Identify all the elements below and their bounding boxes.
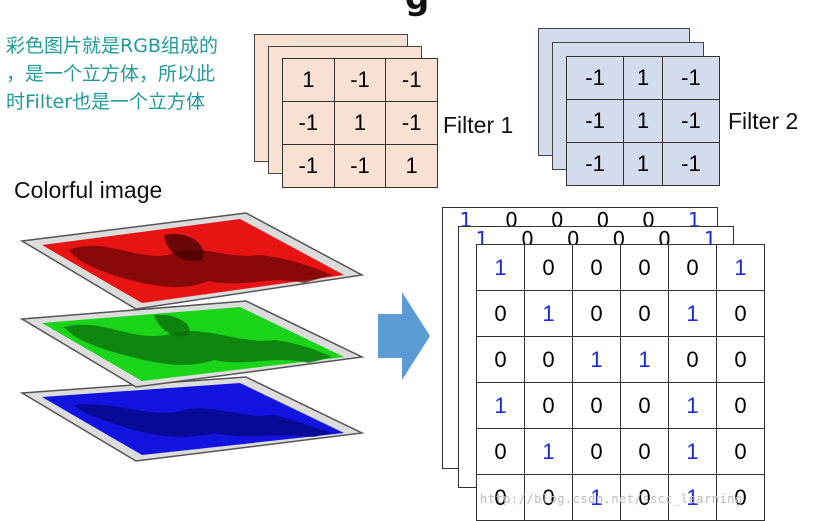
- matrix-row: 0 0 1 1 0 0: [476, 336, 765, 383]
- matrix-cell: 1: [716, 244, 765, 291]
- matrix-cell: 1: [524, 428, 573, 475]
- matrix-cell: 0: [620, 290, 669, 337]
- matrix-cell: 0: [524, 474, 573, 521]
- note-line-1: 彩色图片就是RGB组成的: [6, 35, 218, 57]
- matrix-cell: 0: [668, 336, 717, 383]
- matrix-cell: 0: [620, 474, 669, 521]
- matrix-cell: 1: [668, 428, 717, 475]
- matrix-cell: 0: [476, 290, 525, 337]
- watermark: http://blog.csdn.net/sscc_learning: [480, 492, 743, 506]
- matrix-back-cell: 0: [550, 208, 564, 230]
- matrix-cell: 0: [716, 290, 765, 337]
- chinese-note: 彩色图片就是RGB组成的 ，是一个立方体，所以此 时Filter也是一个立方体: [6, 32, 256, 116]
- matrix-cell: 0: [620, 428, 669, 475]
- matrix-back-cell: 0: [642, 208, 655, 230]
- matrix-cell: 0: [572, 428, 621, 475]
- filter2-cell: -1: [565, 99, 625, 143]
- matrix-row: 0 1 0 0 1 0: [476, 428, 765, 475]
- matrix-cell: 1: [476, 382, 525, 429]
- matrix-back-cell: 1: [687, 208, 701, 230]
- filter2-matrix: -1 1 -1 -1 1 -1 -1 1 -1: [565, 56, 721, 186]
- green-channel-layer: [19, 300, 365, 388]
- matrix-middle-cell: 0: [612, 227, 626, 249]
- matrix-cell: 1: [668, 290, 717, 337]
- filter1-cell: -1: [333, 58, 387, 102]
- matrix-middle-cell: 0: [658, 227, 671, 249]
- matrix-cell: 0: [524, 244, 573, 291]
- filter2-cell: -1: [565, 56, 625, 100]
- matrix-row: 1 0 0 0 0 1: [476, 244, 765, 291]
- matrix-middle-cell: 0: [521, 227, 534, 249]
- note-line-3: 时Filter也是一个立方体: [6, 91, 206, 113]
- filter1-label: Filter 1: [443, 112, 514, 138]
- matrix-cell: 0: [476, 428, 525, 475]
- matrix-cell: 1: [524, 290, 573, 337]
- matrix-back-cell: 1: [459, 208, 473, 230]
- matrix-cell: 0: [716, 336, 765, 383]
- filter1-cell: 1: [333, 101, 387, 145]
- matrix-back-cell: 0: [505, 208, 518, 230]
- colorful-image-label: Colorful image: [14, 177, 163, 203]
- filter2-cell: 1: [623, 142, 663, 186]
- matrix-cell: 1: [572, 474, 621, 521]
- filter1-cell: -1: [333, 144, 387, 188]
- matrix-cell: 0: [668, 244, 717, 291]
- matrix-cell: 0: [620, 382, 669, 429]
- filter1-cell: -1: [385, 101, 438, 145]
- filter1-cell: -1: [282, 144, 335, 188]
- matrix-cell: 1: [476, 244, 525, 291]
- matrix-cell: 0: [572, 244, 621, 291]
- matrix-middle-cell: 1: [475, 227, 489, 249]
- matrix-cell: 0: [524, 336, 573, 383]
- matrix-cell: 1: [668, 382, 717, 429]
- matrix-cell: 0: [572, 290, 621, 337]
- matrix-row: 0 0 1 0 1 0: [476, 474, 765, 521]
- filter2-cell: -1: [661, 56, 721, 100]
- matrix-row: 1 0 0 0 1 0: [476, 382, 765, 429]
- image-matrix-front: 1 0 0 0 0 1 0 1 0 0 1 0 0 0 1 1 0 0 1 0 …: [476, 244, 765, 521]
- filter1-cell: 1: [385, 144, 438, 188]
- matrix-cell: 0: [476, 336, 525, 383]
- filter1-cell: -1: [282, 101, 335, 145]
- matrix-cell: 0: [620, 244, 669, 291]
- filter2-cell: 1: [623, 99, 663, 143]
- matrix-cell: 0: [716, 382, 765, 429]
- matrix-cell: 1: [620, 336, 669, 383]
- filter2-label: Filter 2: [728, 108, 799, 134]
- matrix-middle-cell: 0: [566, 227, 580, 249]
- matrix-cell: 0: [716, 428, 765, 475]
- matrix-cell: 1: [668, 474, 717, 521]
- rgb-image-stack: [19, 212, 365, 462]
- matrix-cell: 0: [524, 382, 573, 429]
- red-channel-layer: [19, 212, 365, 310]
- filter2-cell: -1: [565, 142, 625, 186]
- note-line-2: ，是一个立方体，所以此: [6, 63, 216, 85]
- filter1-matrix: 1 -1 -1 -1 1 -1 -1 -1 1: [282, 58, 438, 188]
- matrix-back-cell: 0: [596, 208, 610, 230]
- blue-channel-layer: [19, 376, 365, 462]
- filter1-cell: 1: [282, 58, 335, 102]
- filter1-cell: -1: [385, 58, 438, 102]
- matrix-middle-cell: 1: [703, 227, 717, 249]
- arrow-right-icon: [378, 292, 430, 380]
- filter2-cell: -1: [661, 99, 721, 143]
- filter2-cell: 1: [623, 56, 663, 100]
- matrix-row: 0 1 0 0 1 0: [476, 290, 765, 337]
- filter2-cell: -1: [661, 142, 721, 186]
- matrix-cell: 1: [572, 336, 621, 383]
- matrix-cell: 0: [572, 382, 621, 429]
